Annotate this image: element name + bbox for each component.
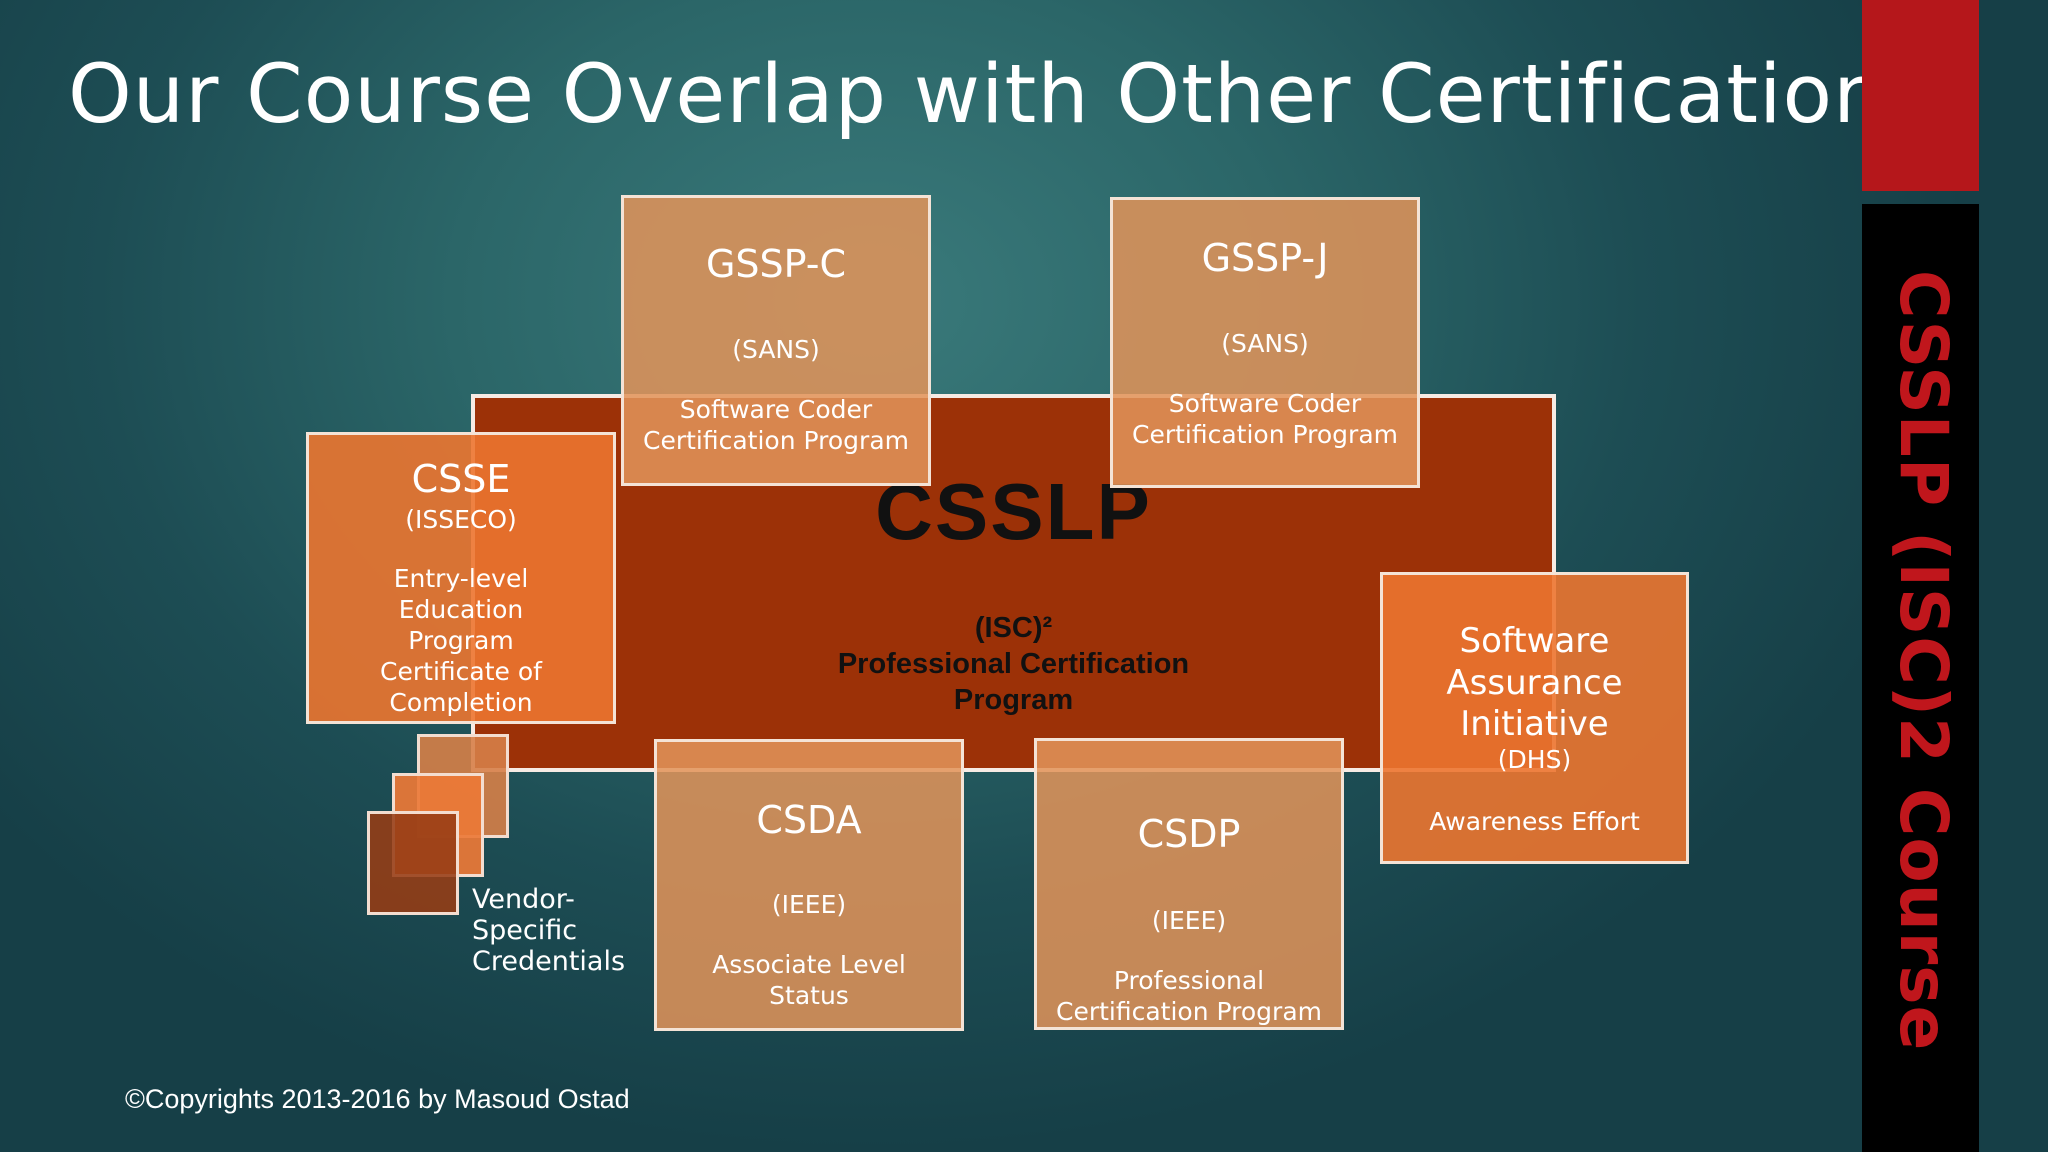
sai-name-1: Software bbox=[1459, 621, 1610, 661]
gssp-j-desc-1: Software Coder bbox=[1168, 389, 1362, 418]
csdp-org: (IEEE) bbox=[1151, 906, 1227, 935]
csse-desc-4: Certificate of bbox=[380, 657, 542, 686]
slide-title: Our Course Overlap with Other Certificat… bbox=[68, 48, 1886, 142]
gssp-c-desc-1: Software Coder bbox=[679, 395, 873, 424]
software-assurance-box: Software Assurance Initiative (DHS) Awar… bbox=[1380, 572, 1689, 864]
csda-box: CSDA (IEEE) Associate Level Status bbox=[654, 739, 964, 1031]
csdp-name: CSDP bbox=[1137, 812, 1241, 856]
csslp-line-3: Program bbox=[953, 684, 1074, 716]
csse-box: CSSE (ISSECO) Entry-level Education Prog… bbox=[306, 432, 616, 724]
csse-desc-3: Program bbox=[408, 626, 514, 655]
csslp-subtitle: (ISC)² Professional Certification Progra… bbox=[475, 610, 1552, 718]
gssp-c-org: (SANS) bbox=[732, 335, 820, 364]
gssp-j-desc-2: Certification Program bbox=[1132, 420, 1398, 449]
gssp-c-desc-2: Certification Program bbox=[643, 426, 909, 455]
csslp-line-2: Professional Certification bbox=[837, 648, 1190, 680]
csse-org: (ISSECO) bbox=[405, 505, 517, 534]
gssp-j-org: (SANS) bbox=[1221, 329, 1309, 358]
sidebar-accent bbox=[1862, 0, 1979, 191]
copyright-notice: ©Copyrights 2013-2016 by Masoud Ostad bbox=[125, 1084, 630, 1114]
csse-desc-2: Education bbox=[398, 595, 524, 624]
csslp-line-1: (ISC)² bbox=[974, 612, 1053, 644]
sai-desc: Awareness Effort bbox=[1429, 807, 1640, 836]
csda-org: (IEEE) bbox=[771, 890, 847, 919]
vendor-label-line-3: Credentials bbox=[472, 946, 626, 977]
csse-name: CSSE bbox=[411, 457, 511, 501]
vendor-specific-label: Vendor- Specific Credentials bbox=[472, 884, 625, 977]
gssp-j-box: GSSP-J (SANS) Software Coder Certificati… bbox=[1110, 197, 1420, 488]
csda-name: CSDA bbox=[756, 798, 862, 842]
csdp-box: CSDP (IEEE) Professional Certification P… bbox=[1034, 738, 1344, 1030]
gssp-j-name: GSSP-J bbox=[1201, 236, 1329, 280]
csdp-desc-2: Certification Program bbox=[1056, 997, 1322, 1026]
csse-desc-5: Completion bbox=[389, 688, 533, 717]
gssp-c-box: GSSP-C (SANS) Software Coder Certificati… bbox=[621, 195, 931, 486]
vendor-label-line-2: Specific bbox=[472, 915, 578, 946]
csdp-desc-1: Professional bbox=[1113, 966, 1265, 995]
vendor-label-line-1: Vendor- bbox=[472, 884, 575, 915]
csda-desc-2: Status bbox=[769, 981, 849, 1010]
vendor-square-front bbox=[367, 811, 459, 915]
csse-desc-1: Entry-level bbox=[393, 564, 529, 593]
sai-org: (DHS) bbox=[1497, 745, 1572, 774]
gssp-c-name: GSSP-C bbox=[705, 242, 846, 286]
sai-name-3: Initiative bbox=[1460, 704, 1609, 744]
sidebar-panel bbox=[1862, 204, 1979, 1152]
csda-desc-1: Associate Level bbox=[712, 950, 906, 979]
sai-name-2: Assurance bbox=[1446, 663, 1623, 703]
sidebar-course-label: CSSLP (ISC)2 Course bbox=[1885, 270, 1962, 1052]
